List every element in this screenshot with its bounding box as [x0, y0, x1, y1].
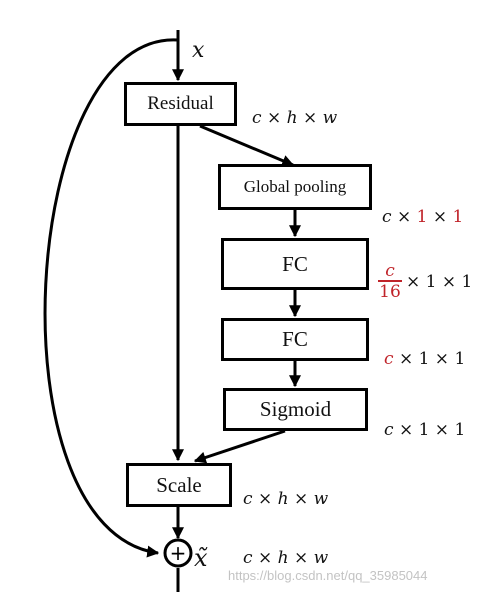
global-pooling-box: Global pooling [218, 164, 372, 210]
skip-connection [43, 38, 179, 558]
sigmoid-dim-label: c × 1 × 1 [384, 420, 466, 440]
scale-label: Scale [156, 472, 202, 497]
watermark: https://blog.csdn.net/qq_35985044 [228, 568, 428, 583]
sigmoid-to-scale-arrow [193, 429, 286, 464]
input-label: x [192, 38, 205, 63]
residual-box: Residual [124, 82, 237, 126]
residual-label: Residual [147, 93, 214, 114]
output-label: x̃ [194, 544, 208, 572]
sum-symbol: + [170, 541, 187, 565]
sigmoid-label: Sigmoid [259, 397, 332, 421]
scale-box: Scale [126, 463, 232, 507]
sigmoid-box: Sigmoid [223, 388, 368, 431]
pooling-dim-label: c × 1 × 1 [382, 207, 464, 227]
fc1-label: FC [282, 251, 308, 276]
residual-to-pooling-arrow [199, 124, 295, 167]
sum-node [163, 538, 193, 568]
residual-dim-label: c × h × w [252, 108, 338, 128]
fc1-dim-label: c 16 × 1 × 1 [378, 261, 473, 302]
output-dim-label: c × h × w [243, 548, 329, 568]
fc1-box: FC [221, 238, 369, 290]
fc2-label: FC [282, 327, 308, 351]
global-pooling-label: Global pooling [243, 177, 347, 196]
scale-dim-label: c × h × w [243, 489, 329, 509]
fc2-dim-label: c × 1 × 1 [384, 349, 466, 369]
fc2-box: FC [221, 318, 369, 361]
